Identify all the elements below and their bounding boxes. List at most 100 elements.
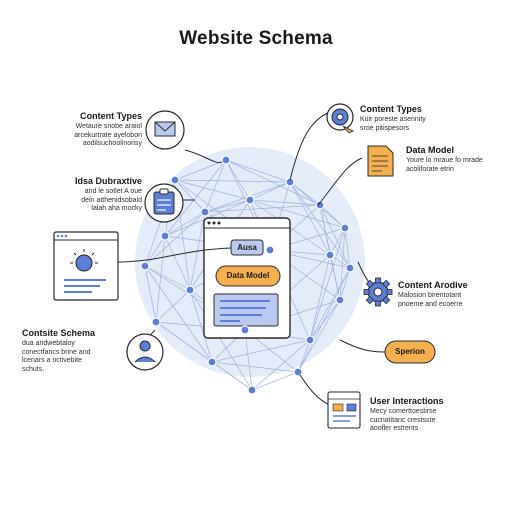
callout-heading: Content Types — [80, 111, 142, 121]
network-edge — [204, 159, 227, 213]
callout-content-types-right: Content Types Kuir poreste asennity sroe… — [360, 104, 490, 133]
network-edge — [144, 265, 191, 291]
network-edge — [225, 159, 251, 201]
network-node — [221, 155, 231, 165]
network-edge — [249, 181, 291, 201]
callout-line: cucnatitanc crestsste — [370, 416, 436, 424]
network-edge — [309, 299, 341, 341]
network-nodes — [140, 155, 355, 395]
center-data-model-pill — [215, 265, 281, 287]
network-edge — [289, 181, 331, 256]
target-icon — [326, 103, 354, 134]
callout-content-types-left: Content Types Wetaure snobe araiol arcek… — [34, 111, 142, 149]
network-edge — [309, 227, 346, 341]
network-edge — [289, 181, 351, 269]
callout-line: schuts. — [22, 365, 45, 373]
callout-line: Kuir poreste asennity — [360, 116, 426, 123]
network-node — [140, 261, 150, 271]
network-edge — [174, 179, 206, 213]
network-node — [207, 357, 217, 367]
callout-data-model-right: Data Model Youre lo mraue fo mrade acoli… — [406, 145, 506, 174]
network-node — [185, 285, 195, 295]
sperion-pill-shape — [384, 340, 436, 364]
network-edge — [211, 339, 311, 363]
network-edge — [251, 339, 311, 391]
network-edge — [344, 227, 351, 269]
callout-heading: Idsa Dubraxtive — [74, 176, 142, 186]
network-node — [265, 245, 275, 255]
callout-idea-dubraxtive: Idsa Dubraxtive and le sotlet A oue deln… — [34, 176, 142, 214]
network-edge — [309, 254, 331, 341]
network-edge — [297, 267, 351, 373]
page-title: Website Schema — [179, 28, 333, 49]
network-node — [160, 231, 170, 241]
network-edge — [144, 265, 157, 323]
network-node — [335, 295, 345, 305]
network-edge — [319, 204, 331, 256]
network-edge — [144, 211, 206, 267]
network-edge — [244, 329, 253, 391]
document-icon — [367, 145, 394, 177]
callout-content-arodive: Content Arodive Malosion birentotant pno… — [398, 280, 506, 309]
network-edge — [297, 339, 311, 373]
network-node — [200, 207, 210, 217]
callout-line: aoofler estrents — [370, 425, 419, 432]
network-edge — [211, 361, 299, 373]
network-edge — [309, 267, 351, 341]
callout-line: dua andwebtaloy — [22, 340, 75, 347]
network-edge — [249, 199, 321, 206]
callout-heading: Contsite Schema — [22, 328, 96, 338]
network-edge — [144, 265, 213, 363]
network-edge — [164, 211, 206, 237]
network-edge — [155, 235, 166, 323]
network-edge — [164, 235, 191, 291]
sun-icon — [70, 249, 98, 272]
network-node — [247, 385, 257, 395]
callout-line: Youre lo mraue fo mrade — [406, 157, 483, 164]
callout-line: lalah aha mocky — [91, 205, 142, 212]
network-edge — [225, 159, 321, 206]
message-window-icon — [327, 391, 361, 429]
network-edge — [189, 289, 253, 391]
callout-heading: Content Types — [360, 104, 422, 114]
network-node — [345, 263, 355, 273]
callout-line: pnoeme and ecoerre — [398, 300, 463, 308]
network-edge — [204, 199, 251, 213]
network-edge — [297, 299, 341, 373]
sun-window — [53, 231, 119, 301]
callout-line: and le sotlet A oue — [84, 188, 142, 195]
callout-heading: Content Arodive — [398, 280, 468, 290]
network-node — [245, 195, 255, 205]
network-node — [240, 325, 250, 335]
network-edge — [319, 204, 346, 229]
callout-line: conectfancs brine and — [22, 348, 91, 356]
network-edge — [174, 179, 251, 201]
network-edge — [155, 289, 191, 323]
network-edge — [251, 371, 299, 391]
network-edge — [339, 227, 346, 301]
network-edge — [225, 159, 291, 183]
network-edge — [155, 321, 213, 363]
gear-icon — [363, 277, 393, 307]
network-node — [170, 175, 180, 185]
clipboard-icon — [144, 183, 184, 223]
network-edge — [339, 267, 351, 301]
callout-heading: Data Model — [406, 145, 455, 155]
callout-line: lcenars a octivebite — [22, 357, 82, 364]
center-data-model-label: Data Model — [226, 271, 270, 280]
network-node — [293, 367, 303, 377]
network-edge — [144, 235, 166, 267]
network-edge — [174, 179, 291, 183]
center-tag — [230, 239, 264, 256]
callout-heading: User Interactions — [370, 396, 444, 406]
network-node — [151, 317, 161, 327]
network-node — [315, 200, 325, 210]
callout-line: aodilsuchoolinorisy — [82, 140, 142, 147]
sperion-pill-label: Sperion — [395, 347, 425, 356]
network-edge — [319, 204, 351, 269]
callout-line: Malosion birentotant — [398, 292, 462, 299]
network-edge — [329, 254, 341, 301]
network-edge — [329, 227, 346, 256]
